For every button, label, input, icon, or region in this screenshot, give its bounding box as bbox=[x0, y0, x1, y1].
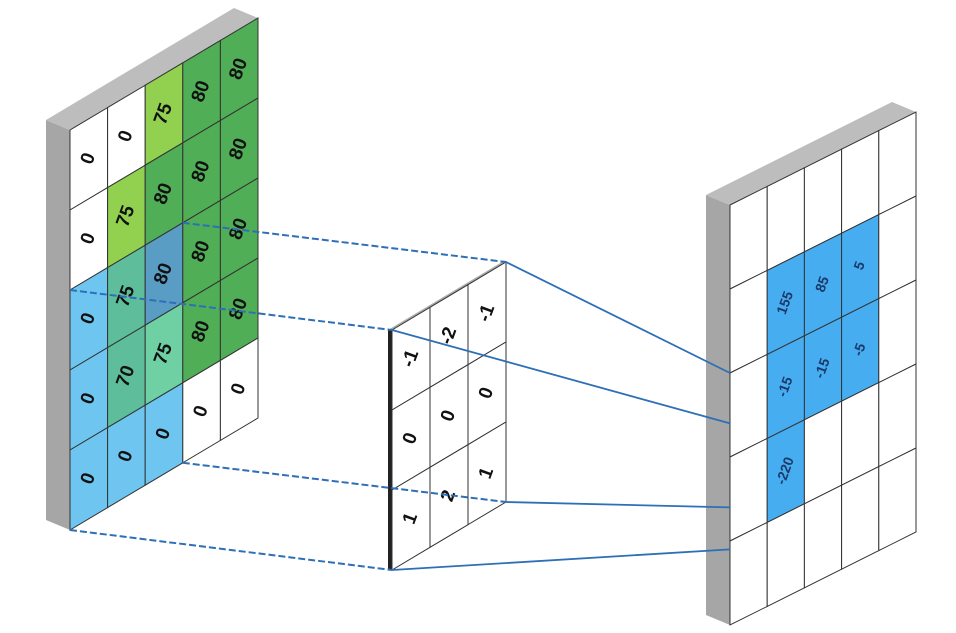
output-value-2-2: -15 bbox=[811, 356, 833, 381]
output-value-2-3: -5 bbox=[849, 341, 868, 358]
kernel-value-0-1: -2 bbox=[436, 324, 462, 347]
input-cell-4-4 bbox=[219, 337, 259, 442]
output-frame-top bbox=[706, 102, 916, 205]
connector-kernel-output-1 bbox=[505, 261, 731, 374]
kernel-value-0-2: -1 bbox=[474, 301, 500, 324]
connector-input-kernel-top-right bbox=[182, 221, 507, 263]
connector-kernel-output-3 bbox=[505, 501, 731, 509]
kernel-frame-top bbox=[388, 262, 506, 330]
output-value-1-1: 155 bbox=[773, 289, 796, 317]
output-frame-side bbox=[706, 195, 730, 625]
input-frame-side bbox=[46, 120, 70, 530]
input-frame-top bbox=[46, 8, 258, 130]
output-cell-4-1 bbox=[766, 502, 805, 608]
output-cell-4-0 bbox=[729, 521, 768, 626]
connector-lines bbox=[69, 221, 731, 571]
output-cell-4-2 bbox=[803, 484, 843, 589]
connector-input-kernel-bottom-left bbox=[69, 529, 393, 571]
connector-input-kernel-top-left bbox=[69, 289, 393, 331]
output-value-2-1: -15 bbox=[774, 374, 796, 399]
connector-kernel-output-2 bbox=[391, 329, 731, 425]
output-value-1-2: 85 bbox=[812, 274, 832, 294]
output-cell-4-4 bbox=[878, 447, 917, 552]
connector-kernel-output-4 bbox=[391, 548, 731, 571]
kernel-frame-side bbox=[388, 330, 392, 570]
kernel-value-0-0: -1 bbox=[398, 347, 424, 370]
connector-input-kernel-bottom-right bbox=[182, 461, 507, 503]
output-cell-4-3 bbox=[841, 465, 880, 571]
